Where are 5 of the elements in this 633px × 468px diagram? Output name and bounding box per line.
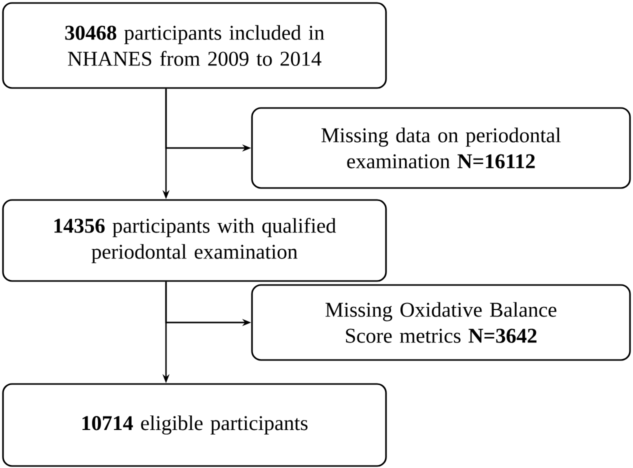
process-box: 30468 participants included in NHANES from 2009 to 2014 — [2, 2, 387, 89]
process-box: 14356 participants with qualified periodontal examination — [2, 199, 387, 282]
process-box: 10714 eligible participants — [2, 383, 387, 467]
process-box: Missing data on periodontal examination N=16112 — [251, 107, 631, 189]
process-box: Missing Oxidative Balance Score metrics N=3642 — [251, 284, 631, 361]
